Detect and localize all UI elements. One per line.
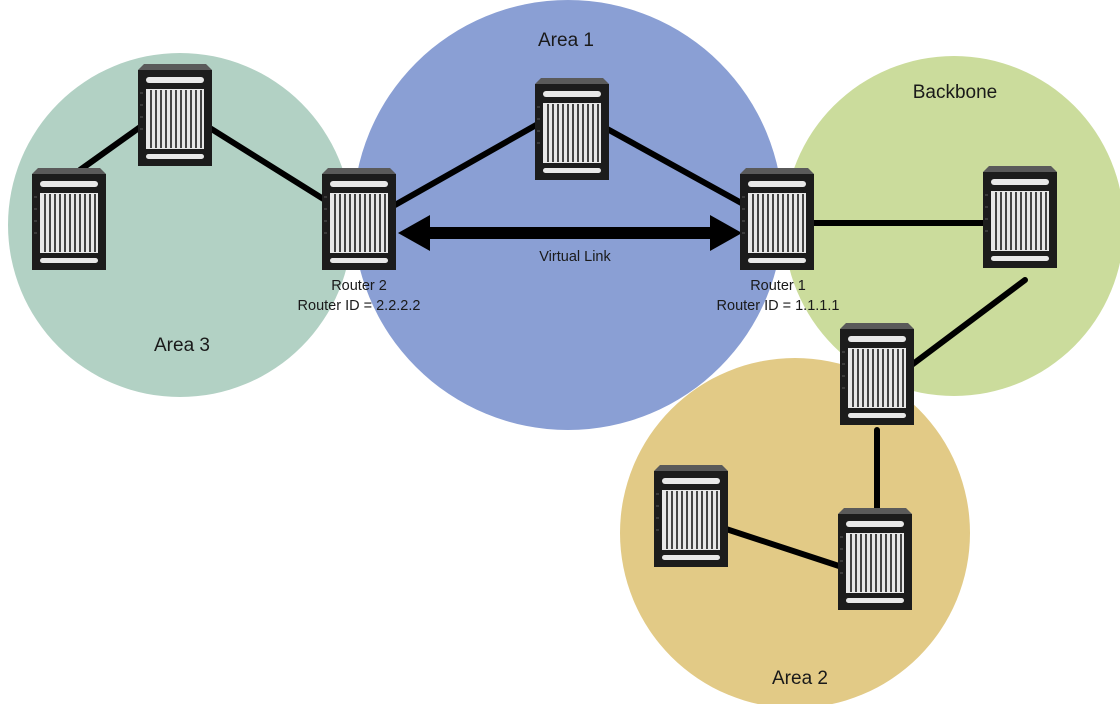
router-2-id: Router ID = 2.2.2.2 — [298, 298, 421, 314]
link-backbone-right-to-area2-top — [902, 277, 1028, 373]
virtual-link-arrow — [398, 215, 742, 251]
network-links — [77, 117, 1028, 570]
area-1-label: Area 1 — [538, 30, 594, 51]
area-3-circle — [8, 53, 352, 397]
area-1-circle — [353, 0, 783, 430]
router-1-name: Router 1 — [750, 278, 806, 294]
router-2-name: Router 2 — [331, 278, 387, 294]
link-area1-top-to-router1 — [597, 122, 748, 208]
router-backbone-right-icon — [982, 165, 1058, 269]
router-2-icon — [321, 167, 397, 271]
area-3-label: Area 3 — [154, 335, 210, 356]
router-1-id: Router ID = 1.1.1.1 — [717, 298, 840, 314]
router-area2-left-icon — [653, 464, 729, 568]
virtual-link-label: Virtual Link — [539, 249, 611, 265]
link-area2-left-to-area2-bottom — [717, 524, 845, 570]
router-area2-top-icon — [839, 322, 915, 426]
backbone-label: Backbone — [913, 82, 998, 103]
router-area2-bottom-icon — [837, 507, 913, 611]
router-area3-top-icon — [137, 63, 213, 167]
link-area3-top-to-router2 — [202, 122, 328, 203]
router-area3-left-icon — [31, 167, 107, 271]
area-2-label: Area 2 — [772, 668, 828, 689]
area-2-circle — [620, 358, 970, 704]
router-area1-top-icon — [534, 77, 610, 181]
router-1-icon — [739, 167, 815, 271]
link-router2-to-area1-top — [392, 117, 548, 208]
